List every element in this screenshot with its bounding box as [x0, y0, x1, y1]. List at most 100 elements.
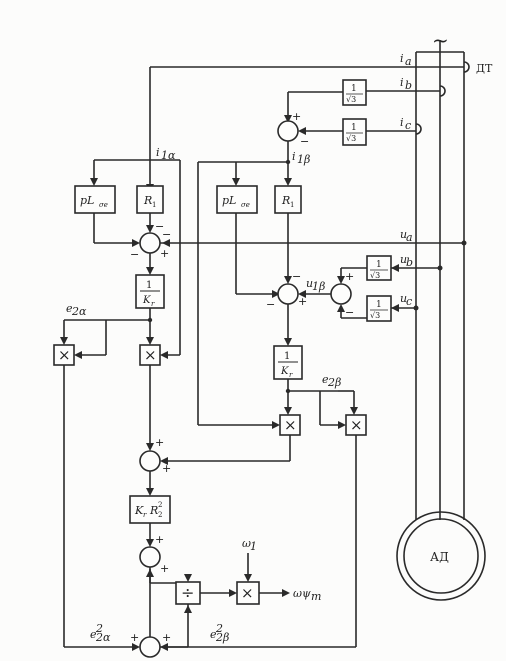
- svg-text:+: +: [160, 247, 169, 260]
- pl-block-right: pL σe: [216, 185, 258, 214]
- uc-label: u: [400, 292, 407, 305]
- r1-block-right: R 1: [274, 185, 302, 214]
- svg-text:2β: 2β: [327, 376, 341, 389]
- inv-kr-block-right: 1 K r: [273, 345, 303, 380]
- svg-text:√3: √3: [370, 311, 380, 320]
- svg-text:−: −: [300, 135, 309, 148]
- svg-text:+: +: [162, 462, 171, 475]
- svg-text:1: 1: [250, 540, 257, 553]
- omega1-label: ω: [242, 537, 251, 550]
- svg-text:÷: ÷: [181, 583, 194, 602]
- svg-text:1: 1: [351, 84, 357, 94]
- svg-text:m: m: [311, 590, 321, 603]
- ia-label: i: [400, 52, 404, 65]
- svg-text:1: 1: [284, 351, 290, 362]
- pl-block-left: pL σe: [74, 185, 116, 214]
- svg-text:√3: √3: [346, 95, 356, 104]
- svg-text:pL: pL: [222, 194, 236, 207]
- svg-text:2: 2: [95, 622, 103, 635]
- svg-text:σe: σe: [241, 201, 250, 209]
- svg-text:+: +: [155, 533, 164, 546]
- ib-label: i: [400, 76, 404, 89]
- svg-text:×: ×: [58, 346, 71, 364]
- i1b-label: i: [292, 150, 296, 163]
- svg-text:b: b: [405, 79, 412, 92]
- summer-psi: [139, 450, 161, 472]
- svg-text:×: ×: [144, 346, 157, 364]
- svg-text:2α: 2α: [95, 631, 111, 644]
- svg-text:R: R: [149, 504, 158, 517]
- e2a-label: e: [66, 302, 73, 315]
- svg-text:1: 1: [152, 201, 156, 209]
- multiplier-right-1: ×: [279, 414, 301, 436]
- e2b-label: e: [322, 373, 329, 386]
- svg-text:2α: 2α: [71, 305, 87, 318]
- svg-text:2: 2: [158, 501, 162, 509]
- divider-block: ÷: [175, 581, 201, 605]
- r1-block-left: R 1: [136, 185, 164, 214]
- e2b-sq-label: e: [210, 628, 217, 641]
- svg-text:2: 2: [215, 622, 223, 635]
- svg-text:b: b: [406, 256, 413, 269]
- svg-text:R: R: [143, 194, 152, 207]
- svg-text:2: 2: [158, 511, 162, 519]
- ub-label: u: [400, 253, 407, 266]
- svg-text:1: 1: [290, 201, 294, 209]
- svg-text:×: ×: [350, 416, 363, 434]
- svg-text:−: −: [162, 228, 171, 241]
- sqrt3-block-uc: 1 √3: [366, 295, 392, 322]
- svg-text:+: +: [298, 295, 307, 308]
- svg-text:+: +: [130, 631, 139, 644]
- svg-text:a: a: [406, 231, 413, 244]
- svg-text:1β: 1β: [297, 153, 310, 166]
- svg-text:r: r: [289, 371, 293, 379]
- sqrt3-block-ub: 1 √3: [366, 255, 392, 281]
- summer-ub-uc: [330, 283, 352, 305]
- svg-text:+: +: [160, 562, 169, 575]
- svg-text:r: r: [143, 511, 147, 519]
- summer-left: [139, 232, 161, 254]
- svg-text:2β: 2β: [215, 631, 229, 644]
- svg-text:+: +: [162, 631, 171, 644]
- svg-text:+: +: [292, 110, 301, 123]
- multiplier-left-1: ×: [53, 344, 75, 366]
- summer-right: [277, 283, 299, 305]
- summer-bottom: [139, 546, 161, 568]
- svg-text:K: K: [280, 366, 289, 377]
- svg-text:×: ×: [284, 416, 297, 434]
- svg-text:1: 1: [376, 260, 382, 270]
- svg-text:a: a: [405, 55, 412, 68]
- svg-text:−: −: [130, 248, 139, 261]
- supply-lines: [415, 40, 465, 520]
- svg-text:1: 1: [376, 300, 382, 310]
- svg-text:K: K: [134, 504, 144, 517]
- svg-text:√3: √3: [370, 271, 380, 280]
- svg-text:R: R: [281, 194, 290, 207]
- omega-psi-output: ωψ: [293, 587, 311, 600]
- svg-text:σe: σe: [99, 201, 108, 209]
- svg-text:r: r: [151, 300, 155, 308]
- svg-text:1α: 1α: [161, 149, 176, 162]
- sqrt3-block-ib: 1 √3: [342, 79, 367, 106]
- multiplier-bottom: ×: [236, 581, 260, 605]
- svg-text:−: −: [292, 270, 301, 283]
- multiplier-right-2: ×: [345, 414, 367, 436]
- ic-label: i: [400, 116, 404, 129]
- svg-text:−: −: [266, 298, 275, 311]
- inv-kr-block-left: 1 K r: [135, 274, 165, 309]
- svg-text:+: +: [155, 436, 164, 449]
- summer-e2: [139, 636, 161, 658]
- current-sensor-loops: [415, 61, 470, 135]
- svg-text:+: +: [345, 270, 354, 283]
- svg-text:1: 1: [146, 280, 152, 291]
- current-sensor-label: ДТ: [476, 62, 493, 75]
- kr-r2-block: K r R 2 2: [129, 495, 171, 524]
- svg-text:−: −: [155, 220, 164, 233]
- svg-text:c: c: [406, 295, 412, 308]
- svg-text:pL: pL: [80, 194, 94, 207]
- multiplier-left-2: ×: [139, 344, 161, 366]
- svg-text:×: ×: [241, 584, 254, 602]
- u1b-label: u: [306, 277, 313, 290]
- induction-motor: АД: [396, 511, 486, 601]
